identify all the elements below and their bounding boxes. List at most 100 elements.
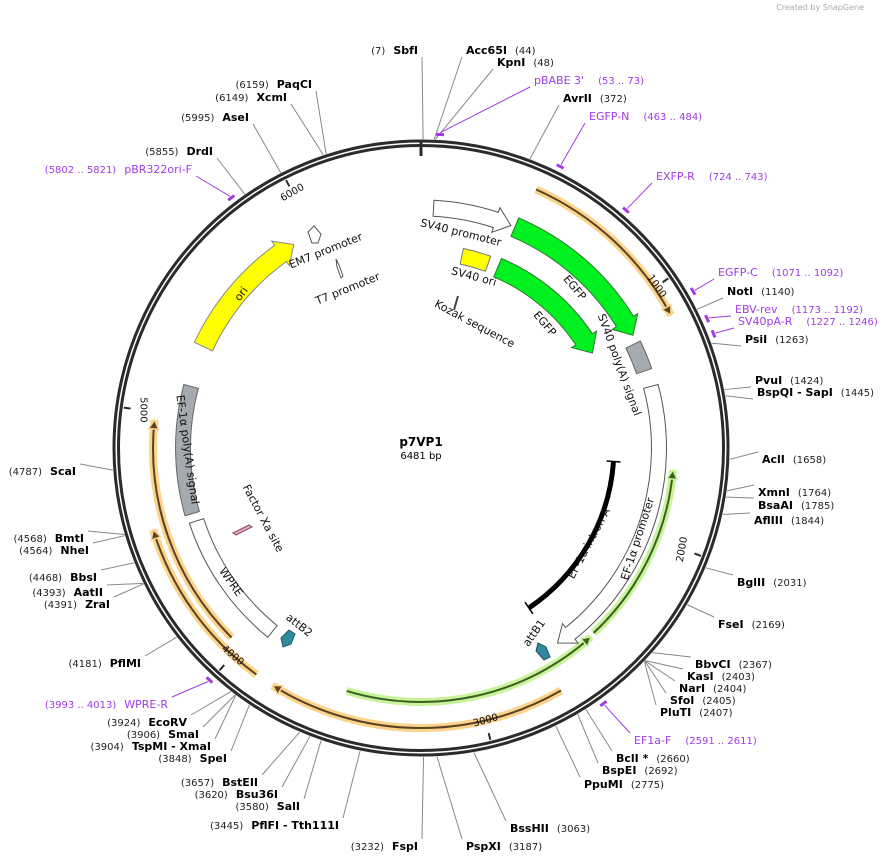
primer-pbr322ori-f[interactable]: (5802 .. 5821)pBR322ori-F — [45, 163, 192, 176]
enzyme-site-bspqi[interactable]: BspQI - SapI(1445) — [757, 386, 874, 399]
enzyme-site-bspei[interactable]: BspEI(2692) — [602, 764, 678, 777]
highlight-arc-line-3 — [346, 636, 592, 704]
enzyme-leader-line — [281, 736, 311, 788]
feature-ef1a-polya-signal[interactable] — [175, 383, 201, 517]
enzyme-site-bsu36i[interactable]: (3620)Bsu36I — [195, 788, 278, 801]
primer-egfp-c[interactable]: EGFP-C(1071 .. 1092) — [718, 266, 843, 279]
enzyme-position: (3906) — [127, 730, 160, 741]
enzyme-site-acli[interactable]: AclI(1658) — [762, 453, 826, 466]
enzyme-site-acc65i[interactable]: Acc65I(44) — [466, 44, 536, 57]
enzyme-leader-line — [652, 652, 692, 658]
enzyme-name: BbsI — [70, 571, 97, 584]
features — [175, 199, 667, 644]
enzyme-site-bbvci[interactable]: BbvCI(2367) — [695, 658, 772, 671]
enzyme-leader-line — [106, 582, 144, 586]
primer-binding-mark[interactable] — [704, 314, 711, 323]
primer-binding-mark[interactable] — [622, 206, 630, 214]
feature-ef1a-promoter[interactable] — [556, 383, 667, 644]
enzyme-site-bcli[interactable]: BclI *(2660) — [616, 752, 690, 765]
enzyme-position: (3580) — [236, 802, 269, 813]
feature-sv40-promoter[interactable] — [432, 199, 512, 234]
enzyme-site-aatii[interactable]: (4393)AatII — [32, 586, 103, 599]
em7-promoter-mark[interactable] — [307, 225, 322, 244]
enzyme-name: PsiI — [745, 333, 767, 346]
enzyme-site-pluti[interactable]: PluTI(2407) — [660, 706, 733, 719]
highlight-arc-line-4 — [272, 684, 562, 729]
primer-binding-mark[interactable] — [556, 163, 565, 170]
enzyme-position: (2775) — [631, 780, 664, 791]
enzyme-site-paqci[interactable]: (6159)PaqCI — [236, 78, 313, 91]
enzyme-site-tspmi[interactable]: (3904)TspMI - XmaI — [91, 740, 211, 753]
kozak-sequence-mark[interactable] — [453, 295, 459, 311]
enzyme-site-spei[interactable]: (3848)SpeI — [158, 752, 227, 765]
feature-ori[interactable] — [193, 240, 295, 352]
enzyme-site-ppumi[interactable]: PpuMI(2775) — [584, 778, 664, 791]
enzyme-site-kasi[interactable]: KasI(2403) — [687, 670, 755, 683]
enzyme-site-kpni[interactable]: KpnI(48) — [497, 56, 554, 69]
enzyme-site-asei[interactable]: (5995)AseI — [181, 111, 249, 124]
enzyme-site-psii[interactable]: PsiI(1263) — [745, 333, 809, 346]
enzyme-site-afliii[interactable]: AflIII(1844) — [754, 514, 824, 527]
enzyme-position: (3904) — [91, 742, 124, 753]
enzyme-site-pflmi[interactable]: (4181)PflMI — [68, 657, 141, 670]
attb1-mark[interactable] — [535, 642, 551, 661]
enzyme-site-xmni[interactable]: XmnI(1764) — [758, 486, 831, 499]
enzyme-leader-line — [726, 484, 755, 492]
enzyme-site-avrii[interactable]: AvrII(372) — [563, 92, 627, 105]
primer-leader-line — [604, 704, 631, 734]
enzyme-site-fspi[interactable]: (3232)FspI — [351, 840, 418, 853]
primer-egfp-n[interactable]: EGFP-N(463 .. 484) — [589, 110, 702, 123]
enzyme-site-pvui[interactable]: PvuI(1424) — [755, 374, 824, 387]
feature-egfp[interactable] — [493, 257, 598, 354]
primer-binding-mark[interactable] — [205, 676, 214, 684]
feature-wpre[interactable] — [188, 517, 278, 638]
enzyme-site-xcmi[interactable]: (6149)XcmI — [215, 91, 287, 104]
plasmid-length: 6481 bp — [400, 451, 441, 462]
feature-ef1a-intron-a[interactable] — [527, 461, 616, 611]
primer-pbabe-3-[interactable]: pBABE 3'(53 .. 73) — [534, 74, 644, 87]
enzyme-site-bsteii[interactable]: (3657)BstEII — [181, 776, 258, 789]
enzyme-position: (4391) — [44, 600, 77, 611]
enzyme-site-zrai[interactable]: (4391)ZraI — [44, 598, 110, 611]
enzyme-site-pspxi[interactable]: PspXI(3187) — [466, 840, 542, 853]
primer-ef1a-f[interactable]: EF1a-F(2591 .. 2611) — [634, 734, 757, 747]
enzyme-site-sfoi[interactable]: SfoI(2405) — [670, 694, 736, 707]
enzyme-site-pflfi[interactable]: (3445)PflFI - Tth111I — [210, 819, 339, 832]
attb2-mark[interactable] — [280, 629, 296, 648]
enzyme-site-noti[interactable]: NotI(1140) — [727, 285, 794, 298]
enzyme-leader-line — [644, 660, 676, 682]
feature-sv40-ori[interactable] — [459, 247, 492, 272]
enzyme-site-drdi[interactable]: (5855)DrdI — [145, 145, 213, 158]
enzyme-site-nhei[interactable]: (4564)NheI — [19, 544, 89, 557]
enzyme-site-sbfi[interactable]: (7)SbfI — [371, 44, 418, 57]
enzyme-site-fsei[interactable]: FseI(2169) — [718, 618, 785, 631]
feature-sv40-polya-signal[interactable] — [625, 340, 653, 375]
highlight-arrowhead-icon — [271, 684, 285, 696]
primer-binding-mark[interactable] — [227, 194, 236, 202]
enzyme-site-nari[interactable]: NarI(2404) — [679, 682, 747, 695]
enzyme-site-sali[interactable]: (3580)SalI — [236, 800, 300, 813]
enzyme-site-bsaai[interactable]: BsaAI(1785) — [758, 499, 834, 512]
enzyme-site-smai[interactable]: (3906)SmaI — [127, 728, 199, 741]
enzyme-site-ecorv[interactable]: (3924)EcoRV — [107, 716, 187, 729]
primer-binding-mark[interactable] — [599, 700, 608, 708]
enzyme-site-scai[interactable]: (4787)ScaI — [9, 465, 76, 478]
primer-ebv-rev[interactable]: EBV-rev(1173 .. 1192) — [735, 303, 863, 316]
primer-binding-mark[interactable] — [710, 329, 717, 338]
highlight-arc-line-2 — [592, 470, 674, 634]
factor-xa-site-mark[interactable] — [232, 524, 253, 536]
primer-wpre-r[interactable]: (3993 .. 4013)WPRE-R — [45, 698, 168, 711]
t7-promoter-mark[interactable] — [335, 258, 344, 279]
feature-egfp[interactable] — [510, 217, 639, 336]
primer-name: EXFP-R — [656, 170, 695, 183]
primer-leader-line — [708, 315, 732, 319]
enzyme-site-bbsi[interactable]: (4468)BbsI — [29, 571, 97, 584]
enzyme-site-bglii[interactable]: BglII(2031) — [737, 576, 807, 589]
primer-exfp-r[interactable]: EXFP-R(724 .. 743) — [656, 170, 768, 183]
highlight-arrowhead-icon — [665, 468, 679, 481]
enzyme-position: (2367) — [739, 660, 772, 671]
enzyme-site-bsshii[interactable]: BssHII(3063) — [510, 822, 590, 835]
primer-binding-mark[interactable] — [689, 287, 697, 296]
primer-sv40pa-r[interactable]: SV40pA-R(1227 .. 1246) — [738, 315, 878, 328]
enzyme-site-bmti[interactable]: (4568)BmtI — [14, 532, 84, 545]
